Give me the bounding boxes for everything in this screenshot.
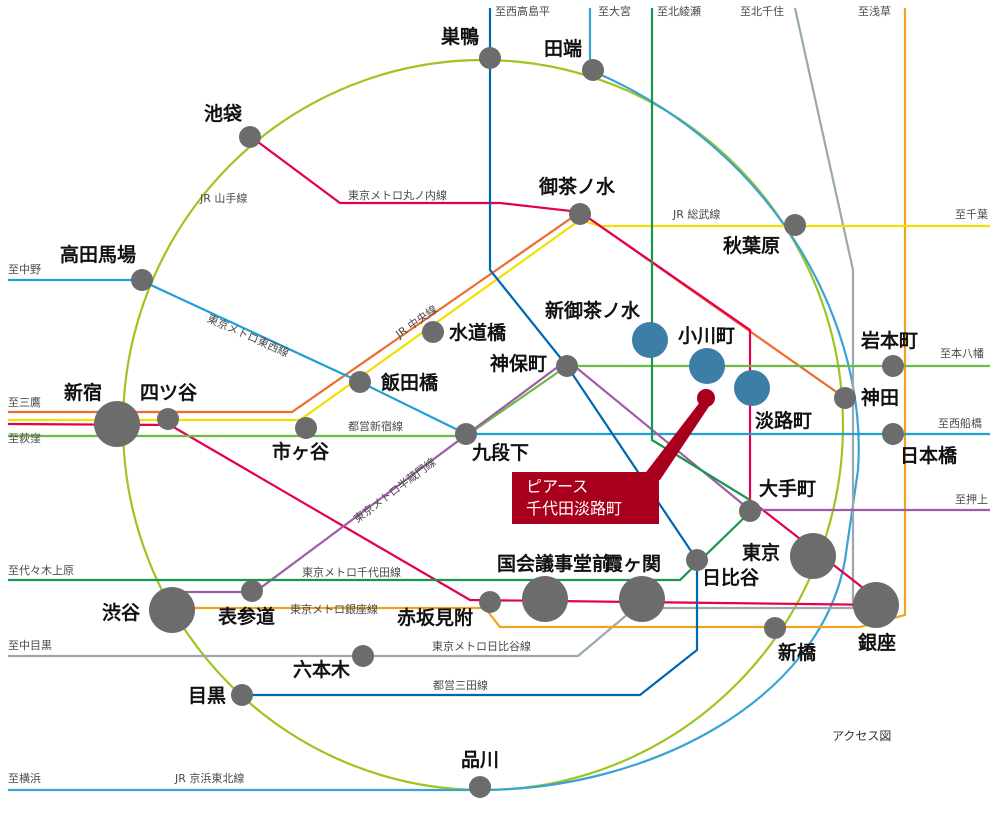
station-suidobashi[interactable] <box>422 321 444 343</box>
label-shinagawa: 品川 <box>461 749 500 771</box>
label-shibuya: 渋谷 <box>102 602 141 624</box>
station-sugamo[interactable] <box>479 47 501 69</box>
label-kanda: 神田 <box>861 387 900 409</box>
label-ichigaya: 市ヶ谷 <box>272 441 330 463</box>
direction-chiba: 至千葉 <box>955 208 988 221</box>
direction-mitaka: 至三鷹 <box>8 396 41 409</box>
label-meguro: 目黒 <box>188 685 227 707</box>
station-otemachi[interactable] <box>739 500 761 522</box>
line-label-ginza: 東京メトロ銀座線 <box>290 603 378 616</box>
station-shimbashi[interactable] <box>764 617 786 639</box>
station-yotsuya[interactable] <box>157 408 179 430</box>
direction-nishitakashimadaira: 至西高島平 <box>495 5 550 18</box>
direction-asakusa: 至浅草 <box>858 5 891 18</box>
label-kasumigaseki: 霞ヶ関 <box>604 553 662 575</box>
station-tokyo[interactable] <box>790 533 836 579</box>
direction-nishifunabashi: 至西船橋 <box>938 417 982 430</box>
label-akasakamitsuke: 赤坂見附 <box>397 607 474 629</box>
label-ogawamachi: 小川町 <box>678 325 736 347</box>
label-shinochanomizu: 新御茶ノ水 <box>545 300 641 322</box>
label-suidobashi: 水道橋 <box>449 322 507 344</box>
line-label-sobu: JR 総武線 <box>673 208 721 221</box>
station-kasumigaseki[interactable] <box>619 576 665 622</box>
line-label-shinjuku: 都営新宿線 <box>348 420 403 433</box>
station-ichigaya[interactable] <box>295 417 317 439</box>
station-shinochanomizu[interactable] <box>632 322 668 358</box>
direction-yoyogiuehara: 至代々木上原 <box>8 564 74 577</box>
label-roppongi: 六本木 <box>293 659 351 681</box>
destination-pointer <box>640 402 712 480</box>
station-ochanomizu[interactable] <box>569 203 591 225</box>
line-label-hibiya: 東京メトロ日比谷線 <box>432 640 531 653</box>
label-iwamotocho: 岩本町 <box>861 330 919 352</box>
line-label-keihin: JR 京浜東北線 <box>175 772 245 785</box>
station-shinjuku[interactable] <box>94 401 140 447</box>
direction-nakameguro: 至中目黒 <box>8 639 52 652</box>
direction-ogikubo: 至荻窪 <box>8 432 41 445</box>
direction-motoyawata: 至本八幡 <box>940 347 984 360</box>
station-shinagawa[interactable] <box>469 776 491 798</box>
destination-line1: ピアース <box>526 477 589 496</box>
direction-omiya: 至大宮 <box>598 5 631 18</box>
label-kudanshita: 九段下 <box>472 442 530 464</box>
label-tokyo: 東京 <box>742 542 781 564</box>
station-akasakamitsuke[interactable] <box>479 591 501 613</box>
station-ginza[interactable] <box>853 582 899 628</box>
label-hibiya: 日比谷 <box>702 567 760 589</box>
station-omotesando[interactable] <box>241 580 263 602</box>
label-awajicho: 淡路町 <box>755 410 813 432</box>
destination-label: ピアース 千代田淡路町 <box>512 472 659 524</box>
station-jimbocho[interactable] <box>556 355 578 377</box>
station-iwamotocho[interactable] <box>882 355 904 377</box>
label-shimbashi: 新橋 <box>778 642 817 664</box>
label-ikebukuro: 池袋 <box>204 103 243 125</box>
label-shinjuku: 新宿 <box>64 382 103 404</box>
label-ochanomizu: 御茶ノ水 <box>539 176 616 198</box>
line-label-marunouchi: 東京メトロ丸ノ内線 <box>348 189 447 202</box>
station-kokkaigijidomae[interactable] <box>522 576 568 622</box>
label-otemachi: 大手町 <box>759 478 817 500</box>
destination-dot <box>697 389 715 407</box>
station-kudanshita[interactable] <box>455 423 477 445</box>
label-ginza: 銀座 <box>858 632 897 654</box>
destination-line2: 千代田淡路町 <box>526 499 623 518</box>
station-awajicho[interactable] <box>734 370 770 406</box>
direction-nakano: 至中野 <box>8 263 41 276</box>
label-akihabara: 秋葉原 <box>723 235 781 257</box>
label-takadanobaba: 高田馬場 <box>60 244 137 266</box>
station-ogawamachi[interactable] <box>689 348 725 384</box>
direction-kitasenju: 至北千住 <box>740 5 784 18</box>
keihin-tohoku-line <box>8 8 860 792</box>
label-yotsuya: 四ツ谷 <box>140 382 198 404</box>
shinjuku-line <box>8 364 990 438</box>
marunouchi-line <box>7 135 889 607</box>
station-nihombashi[interactable] <box>882 423 904 445</box>
line-label-chiyoda: 東京メトロ千代田線 <box>302 566 401 579</box>
label-nihombashi: 日本橋 <box>900 445 958 467</box>
label-tabata: 田端 <box>544 38 583 60</box>
map-title: アクセス図 <box>832 729 892 743</box>
station-tabata[interactable] <box>582 59 604 81</box>
label-sugamo: 巣鴨 <box>441 26 480 48</box>
line-label-mita: 都営三田線 <box>433 679 488 692</box>
station-takadanobaba[interactable] <box>131 269 153 291</box>
label-omotesando: 表参道 <box>218 606 276 628</box>
direction-kitaayase: 至北綾瀬 <box>657 5 701 18</box>
station-hibiya[interactable] <box>686 549 708 571</box>
station-shibuya[interactable] <box>149 587 195 633</box>
station-meguro[interactable] <box>231 684 253 706</box>
station-iidabashi[interactable] <box>349 371 371 393</box>
line-label-yamanote: JR 山手線 <box>200 192 248 205</box>
station-akihabara[interactable] <box>784 214 806 236</box>
label-iidabashi: 飯田橋 <box>381 372 439 394</box>
station-ikebukuro[interactable] <box>239 126 261 148</box>
label-kokkaigijidomae: 国会議事堂前 <box>497 553 612 575</box>
direction-yokohama: 至横浜 <box>8 772 41 785</box>
label-jimbocho: 神保町 <box>490 353 548 375</box>
station-kanda[interactable] <box>834 387 856 409</box>
station-roppongi[interactable] <box>352 645 374 667</box>
direction-oshiage: 至押上 <box>955 493 988 506</box>
